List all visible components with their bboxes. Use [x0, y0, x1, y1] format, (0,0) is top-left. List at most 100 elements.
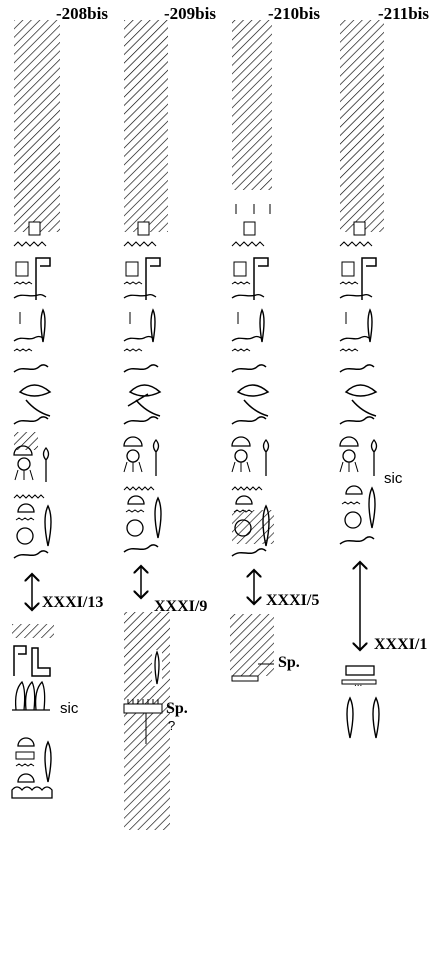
- bread-loaf-icon: [339, 436, 359, 447]
- hatched-lacuna-icon: [124, 20, 168, 232]
- square-sign-icon: [28, 221, 41, 236]
- reed-leaf-icon: [259, 308, 265, 343]
- horned-viper-icon: [339, 416, 375, 425]
- column-211bis: [339, 20, 384, 739]
- water-ripple-icon: [13, 494, 45, 499]
- water-ripple-icon: [231, 241, 265, 247]
- mace-icon: [152, 438, 160, 476]
- column-210bis: [230, 20, 274, 682]
- line-ref-209bis: XXXI/9: [154, 598, 208, 615]
- horned-viper-icon: [13, 335, 44, 342]
- eye-icon: [18, 384, 52, 417]
- reed-leaf-icon: [40, 308, 46, 343]
- reed-leaf-icon: [367, 308, 373, 343]
- water-ripple-icon: [231, 281, 251, 285]
- water-ripple-icon: [231, 486, 263, 491]
- square-sign-icon: [125, 261, 139, 277]
- legs-sign-icon: [123, 461, 143, 473]
- reed-leaf-gap-icon: [152, 650, 162, 686]
- eye-icon: [344, 384, 378, 417]
- flag-sign-icon: [13, 645, 27, 676]
- line-ref-211bis: XXXI/1: [374, 636, 428, 653]
- water-ripple-icon: [339, 281, 359, 285]
- column-label-208bis: -208bis: [56, 4, 108, 23]
- hatched-lacuna-icon: [124, 612, 170, 830]
- eye-icon: [127, 384, 162, 417]
- placenta-sign-icon: [126, 449, 140, 463]
- placenta-sign-icon: [17, 457, 31, 471]
- mace-icon: [42, 446, 50, 482]
- horned-viper-icon: [13, 364, 49, 373]
- water-ripple-icon: [15, 763, 35, 767]
- square-sign-icon: [15, 261, 29, 277]
- reeds-group-icon: [12, 680, 50, 711]
- broken-edge-icon: [235, 204, 271, 214]
- circle-sign-icon: [16, 527, 34, 545]
- column-209bis: [123, 20, 170, 830]
- circle-sign-icon: [126, 519, 144, 537]
- square-sign-icon: [233, 261, 247, 277]
- water-ripple-icon: [231, 348, 251, 352]
- pool-sign-icon: [11, 786, 53, 799]
- bread-loaf-icon: [123, 436, 143, 447]
- reed-leaf-icon: [154, 496, 162, 539]
- water-ripple-icon: [339, 241, 373, 247]
- horned-viper-icon: [231, 293, 265, 299]
- bread-loaf-icon: [17, 503, 35, 513]
- bread-loaf-icon: [17, 737, 35, 747]
- flag-sign-icon: [145, 257, 161, 300]
- reed-leaf-icon: [368, 486, 376, 529]
- hatched-lacuna-icon: [14, 432, 38, 450]
- seat-sign-icon: [31, 647, 51, 677]
- horned-viper-icon: [123, 416, 159, 425]
- circle-sign-icon: [344, 511, 362, 529]
- horned-viper-icon: [13, 550, 49, 559]
- horned-viper-icon: [231, 416, 267, 425]
- question-note-209bis: ?: [168, 718, 176, 733]
- bread-loaf-icon: [345, 485, 363, 495]
- column-label-210bis: -210bis: [268, 4, 320, 23]
- hatched-lacuna-icon: [14, 20, 60, 232]
- water-ripple-icon: [13, 348, 33, 352]
- reed-leaf-icon: [346, 696, 354, 739]
- horned-viper-icon: [231, 364, 267, 373]
- legs-sign-icon: [14, 469, 34, 481]
- reed-leaf-icon: [154, 650, 160, 685]
- sp-note-209bis: Sp.: [166, 700, 188, 717]
- comb-sign-icon: [123, 703, 163, 714]
- placenta-sign-icon: [234, 449, 248, 463]
- line-ref-208bis: XXXI/13: [42, 594, 104, 611]
- horned-viper-icon: [13, 293, 47, 299]
- column-label-211bis: -211bis: [378, 4, 430, 23]
- square-sign-icon: [137, 221, 150, 236]
- bread-loaf-icon: [13, 445, 33, 456]
- horned-viper-icon: [123, 293, 157, 299]
- column-208bis: [11, 20, 60, 799]
- reed-leaf-icon: [44, 504, 52, 547]
- water-ripple-icon: [15, 517, 35, 521]
- water-ripple-icon: [123, 241, 157, 247]
- water-ripple-icon: [123, 348, 143, 352]
- legs-sign-icon: [231, 461, 251, 473]
- mace-icon: [370, 438, 378, 476]
- water-ripple-icon: [123, 486, 155, 491]
- horned-viper-icon: [231, 548, 267, 557]
- sic-note-211bis: sic: [384, 470, 403, 487]
- horned-viper-icon: [339, 364, 375, 373]
- hatched-lacuna-icon: [232, 20, 272, 190]
- horned-viper-icon: [13, 416, 49, 425]
- horned-viper-icon: [231, 335, 262, 342]
- reed-leaf-icon: [372, 696, 380, 739]
- hatched-lacuna-icon: [340, 20, 384, 232]
- reed-leaf-icon: [262, 504, 270, 547]
- hatched-lacuna-icon: [230, 614, 274, 676]
- square-sign-icon: [243, 221, 256, 236]
- water-ripple-icon: [125, 509, 145, 513]
- reed-leaf-icon: [44, 740, 52, 783]
- placenta-sign-icon: [342, 449, 356, 463]
- bread-loaf-icon: [231, 436, 251, 447]
- horned-viper-icon: [123, 544, 159, 553]
- square-sign-icon: [341, 261, 355, 277]
- horned-viper-icon: [339, 293, 373, 299]
- hatched-lacuna-icon: [12, 624, 54, 638]
